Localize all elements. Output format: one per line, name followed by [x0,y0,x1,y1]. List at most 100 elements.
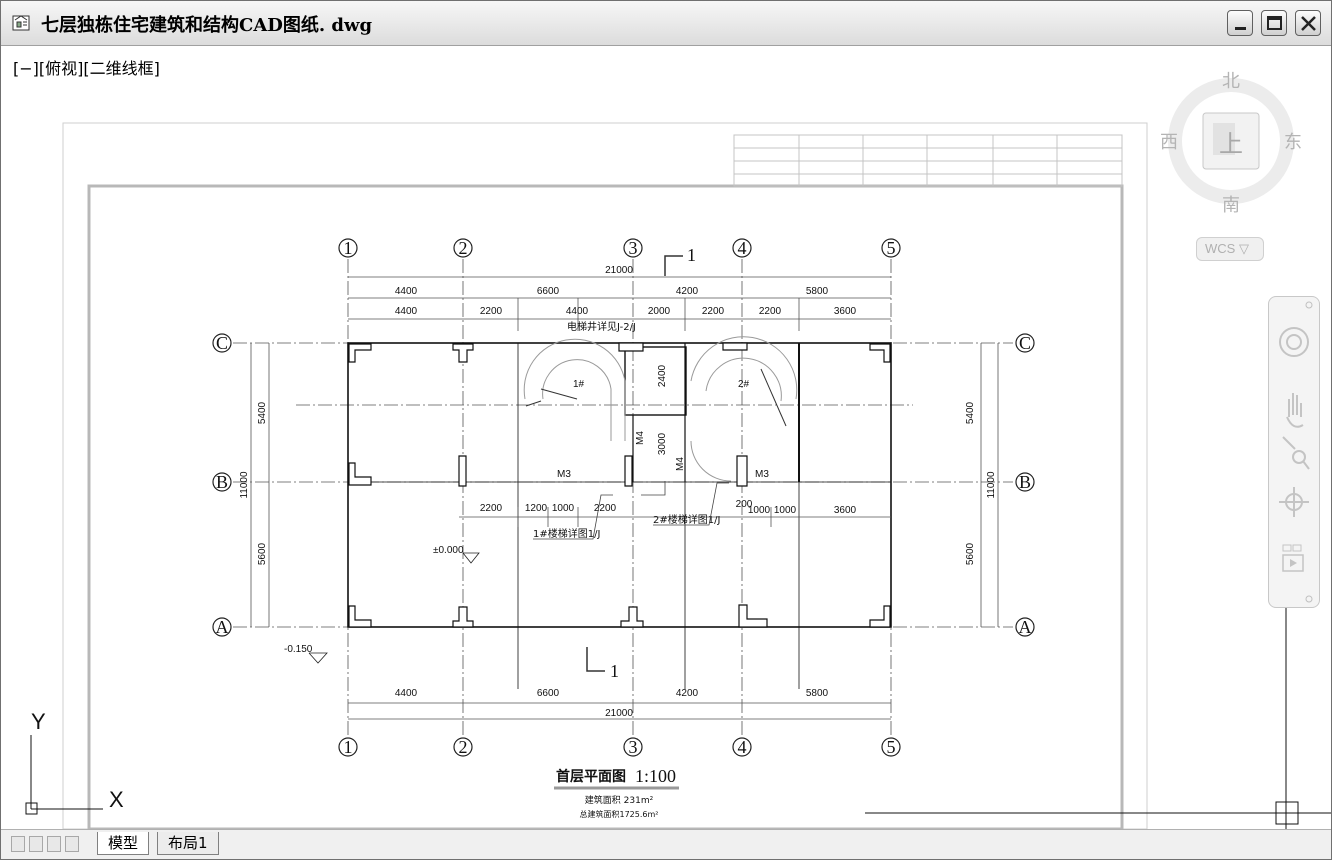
svg-text:5800: 5800 [806,688,829,699]
close-button[interactable] [1295,10,1321,36]
svg-text:1#: 1# [573,379,585,390]
steering-wheel-icon[interactable] [1279,327,1309,357]
svg-text:A: A [1019,617,1032,637]
navigation-bar[interactable] [1268,296,1320,608]
navbar-close-icon[interactable] [1305,301,1313,309]
prev-tab-arrow-icon[interactable] [29,836,43,852]
svg-text:6600: 6600 [537,688,560,699]
svg-text:M4: M4 [635,431,646,445]
svg-text:1000: 1000 [748,505,771,516]
svg-text:2200: 2200 [759,306,782,317]
svg-text:3600: 3600 [834,306,857,317]
svg-text:2: 2 [459,238,468,258]
svg-text:3: 3 [629,238,638,258]
ucs-x-label: X [109,787,124,812]
columns [348,342,891,628]
svg-text:1000: 1000 [774,505,797,516]
svg-text:21000: 21000 [605,265,633,276]
svg-text:6600: 6600 [537,286,560,297]
svg-text:C: C [1019,333,1031,353]
title-block-table [733,134,1123,187]
svg-text:11000: 11000 [986,471,997,499]
room-labels: 1# 2# M3 M3 M4 M4 电梯井详见J-2/J 1#楼梯详图1/J 2… [533,320,769,540]
svg-text:4400: 4400 [566,306,589,317]
viewcube[interactable]: 上 北 南 东 西 [1151,61,1311,261]
svg-text:4: 4 [738,238,747,258]
chevron-down-icon: ▽ [1238,241,1249,256]
title-bar[interactable]: 七层独栋住宅建筑和结构CAD图纸. dwg [1,1,1331,46]
svg-text:2200: 2200 [702,306,725,317]
compass-north[interactable]: 北 [1222,71,1240,92]
svg-text:2: 2 [459,737,468,757]
layout-tab-bar: 模型 布局1 [1,829,1331,859]
svg-text:21000: 21000 [605,708,633,719]
compass-west[interactable]: 西 [1160,132,1178,153]
svg-text:3: 3 [629,737,638,757]
svg-text:2#: 2# [738,379,750,390]
svg-text:1: 1 [344,238,353,258]
svg-text:5400: 5400 [965,401,976,424]
svg-text:2200: 2200 [594,503,617,514]
navbar-options-icon[interactable] [1305,595,1313,603]
svg-text:A: A [216,617,229,637]
paper-outline [62,122,1148,829]
compass-south[interactable]: 南 [1222,195,1240,216]
last-tab-arrow-icon[interactable] [65,836,79,852]
viewcube-face-label: 上 [1219,130,1243,158]
window-title: 七层独栋住宅建筑和结构CAD图纸. dwg [41,15,373,36]
svg-text:3000: 3000 [657,432,668,455]
svg-text:4200: 4200 [676,286,699,297]
svg-text:5600: 5600 [965,542,976,565]
pan-hand-icon[interactable] [1286,393,1304,428]
svg-text:1:100: 1:100 [635,766,676,786]
maximize-button[interactable] [1261,10,1287,36]
first-tab-arrow-icon[interactable] [11,836,25,852]
svg-text:建筑面积 231m²: 建筑面积 231m² [585,794,654,806]
drawing-frame [87,184,1124,829]
svg-text:2000: 2000 [648,306,671,317]
svg-text:5800: 5800 [806,286,829,297]
svg-text:11000: 11000 [239,471,250,499]
minimize-button[interactable] [1227,10,1253,36]
svg-text:1: 1 [687,245,696,265]
svg-text:1200: 1200 [525,503,548,514]
showmotion-icon[interactable] [1282,544,1304,572]
svg-text:M3: M3 [755,469,769,480]
ucs-icon [25,735,103,815]
orbit-icon[interactable] [1279,487,1309,517]
svg-text:C: C [216,333,228,353]
wcs-menu-button[interactable]: WCS ▽ [1196,237,1264,261]
svg-text:总建筑面积1725.6m²: 总建筑面积1725.6m² [580,809,659,819]
ucs-y-label: Y [31,709,46,734]
stair-drawings [523,336,798,482]
svg-text:M4: M4 [675,457,686,471]
viewport-controls-label[interactable]: [−][俯视][二维线框] [13,59,160,78]
leader-lines [533,481,729,540]
level-marks: ±0.000 -0.150 [284,545,480,664]
svg-text:1#楼梯详图1/J: 1#楼梯详图1/J [533,527,600,540]
svg-text:3600: 3600 [834,505,857,516]
close-icon [1301,16,1316,31]
viewcube-compass-ring[interactable] [1168,78,1294,204]
svg-text:1000: 1000 [552,503,575,514]
svg-text:±0.000: ±0.000 [433,545,464,556]
dimension-texts: 21000 4400 6600 4200 5800 4400 2200 4400… [239,265,997,719]
next-tab-arrow-icon[interactable] [47,836,61,852]
svg-text:电梯井详见J-2/J: 电梯井详见J-2/J [567,320,636,333]
compass-east[interactable]: 东 [1284,132,1302,153]
tab-layout1[interactable]: 布局1 [157,832,219,855]
zoom-icon[interactable] [1282,436,1310,470]
svg-text:4200: 4200 [676,688,699,699]
svg-text:5400: 5400 [257,401,268,424]
drawing-title: 首层平面图 1:100 建筑面积 231m² 总建筑面积1725.6m² [554,766,679,819]
tab-model[interactable]: 模型 [97,832,150,855]
svg-text:4400: 4400 [395,688,418,699]
drawing-canvas[interactable]: 1 2 3 4 5 1 2 3 4 5 C B A C B A 21000 44… [1,1,1331,829]
svg-text:200: 200 [736,499,753,510]
svg-text:4400: 4400 [395,286,418,297]
crosshair-pickbox [1275,801,1299,825]
wcs-label: WCS [1205,241,1236,256]
svg-text:2400: 2400 [657,364,668,387]
svg-text:5600: 5600 [257,542,268,565]
